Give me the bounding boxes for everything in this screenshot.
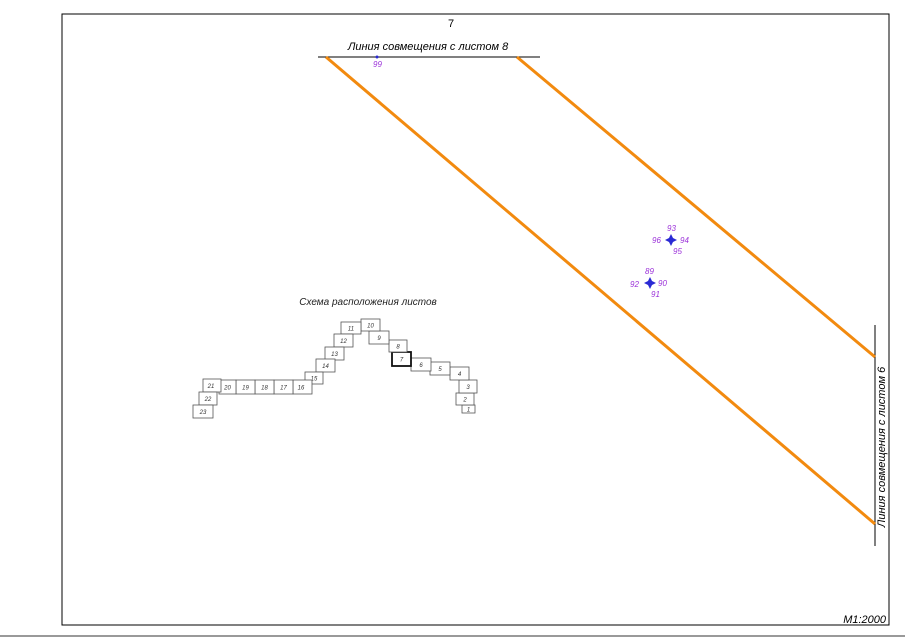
point-cluster-93-96: 93 94 95 96 (652, 224, 689, 256)
sheet-number: 7 (448, 18, 454, 30)
schema-sheet-20-label: 20 (223, 386, 231, 392)
schema-sheet-8[interactable] (388, 339, 408, 353)
boundary-line-right (516, 55, 876, 359)
scale-label: M1:2000 (843, 614, 887, 626)
schema-sheet-15-label: 15 (311, 377, 318, 383)
point-cluster-89-92: 89 90 91 92 (630, 267, 667, 299)
schema-sheet-10-label: 10 (367, 324, 374, 330)
point-91-label: 91 (651, 290, 660, 299)
schema-sheet-1-label: 1 (467, 408, 470, 414)
schema-sheet-17-label: 17 (280, 386, 287, 392)
schema-sheet-21-label: 21 (207, 384, 215, 390)
schema-sheet-4-label: 4 (458, 372, 462, 378)
schema-sheet-14[interactable] (315, 358, 336, 373)
schema-sheet-18-label: 18 (261, 386, 268, 392)
schema-sheet-12-label: 12 (340, 339, 347, 345)
drawing-frame (61, 13, 890, 626)
schema-sheet-9-label: 9 (377, 336, 381, 342)
schema-sheet-23[interactable] (192, 404, 214, 419)
point-92-label: 92 (630, 280, 639, 289)
schema-sheet-6-label: 6 (419, 363, 423, 369)
schema-sheet-2-label: 2 (462, 398, 467, 404)
match-line-top-label: Линия совмещения с листом 8 (347, 41, 509, 53)
boundary-line-left (325, 55, 876, 526)
match-line-right-label: Линия совмещения с листом 6 (876, 366, 888, 528)
point-93-96-marker (665, 234, 677, 246)
schema-sheet-5-label: 5 (438, 367, 442, 373)
schema-sheet-8-label: 8 (396, 345, 400, 351)
schema-sheet-13-label: 13 (331, 352, 338, 358)
schema-sheets: 1 2 3 4 5 6 7 8 9 10 11 12 13 14 15 16 1 (192, 318, 478, 419)
schema-sheet-23-label: 23 (199, 410, 207, 416)
point-93-label: 93 (667, 224, 676, 233)
schema-sheet-7-label: 7 (400, 358, 404, 364)
point-99-label: 99 (373, 60, 382, 69)
schema-sheet-19-label: 19 (242, 386, 249, 392)
point-94-label: 94 (680, 236, 689, 245)
point-90-label: 90 (658, 279, 667, 288)
schema-sheet-16-label: 16 (298, 386, 305, 392)
point-89-92-marker (644, 277, 656, 289)
point-99-marker (375, 55, 379, 59)
schema-sheet-14-label: 14 (322, 364, 329, 370)
point-89-label: 89 (645, 267, 654, 276)
point-95-label: 95 (673, 247, 682, 256)
schema-sheet-3-label: 3 (466, 385, 470, 391)
point-96-label: 96 (652, 236, 661, 245)
schema-sheet-22-label: 22 (204, 397, 212, 403)
schema-title: Схема расположения листов (299, 297, 437, 308)
schema-sheet-11-label: 11 (348, 327, 354, 333)
